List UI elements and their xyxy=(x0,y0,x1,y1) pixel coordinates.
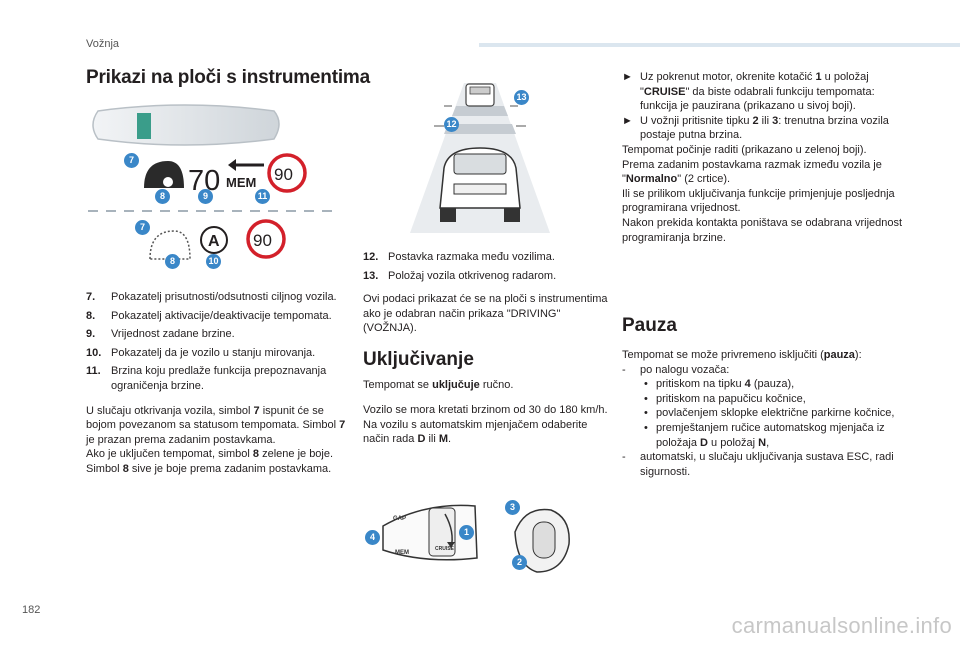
svg-text:MEM: MEM xyxy=(226,175,256,190)
cruise-stalk-illustration: GAP MEM CRUISE xyxy=(382,504,570,573)
ukljucivanje-p2: Vozilo se mora kretati brzinom od 30 do … xyxy=(363,404,608,446)
pauza-intro: Tempomat se može privremeno isključiti (… xyxy=(622,349,862,361)
target-car xyxy=(465,83,495,107)
legend-item: 11.Brzina koju predlaže funkcija prepozn… xyxy=(86,365,327,392)
badge: 7 xyxy=(124,153,139,168)
page-number: 182 xyxy=(22,604,41,616)
pauza-sub-2: •pritiskom na papučicu kočnice, xyxy=(644,392,806,405)
right-p2: Prema zadanim postavkama razmak između v… xyxy=(622,158,882,186)
speed-limit-sign-1 xyxy=(267,153,307,193)
badge: 2 xyxy=(512,555,527,570)
standstill-icon xyxy=(200,226,228,254)
legend-item: 10.Pokazatelj da je vozilo u stanju miro… xyxy=(86,346,316,359)
badge: 7 xyxy=(135,220,150,235)
legend-item: 9.Vrijednost zadane brzine. xyxy=(86,328,235,341)
pauza-section: Tempomat se može privremeno isključiti (… xyxy=(622,348,912,479)
right-p1: Tempomat počinje raditi (prikazano u zel… xyxy=(622,143,867,156)
heading-ukljucivanje: Uključivanje xyxy=(363,349,474,370)
distance-setting-illustration xyxy=(410,83,550,233)
display-highlight xyxy=(137,113,151,139)
badge: 1 xyxy=(459,525,474,540)
legend-item: 13.Položaj vozila otkrivenog radarom. xyxy=(363,269,557,282)
legend-item: 8.Pokazatelj aktivacije/deaktivacije tem… xyxy=(86,309,332,322)
right-p4: Nakon prekida kontakta poništava se odab… xyxy=(622,216,903,244)
legend-left: 7.Pokazatelj prisutnosti/odsutnosti cilj… xyxy=(86,290,346,477)
own-car xyxy=(439,147,521,222)
pauza-auto: -automatski, u slučaju uključivanja sust… xyxy=(622,451,894,478)
badge: 4 xyxy=(365,530,380,545)
header-bar xyxy=(479,43,960,47)
badge: 8 xyxy=(155,189,170,204)
heading-pauza: Pauza xyxy=(622,315,677,336)
display-mode-paragraph: Ovi podaci prikazat će se na ploči s ins… xyxy=(363,293,608,335)
badge: 9 xyxy=(198,189,213,204)
instrument-display-illustration: 70 MEM 90 A 90 xyxy=(88,104,340,260)
stalk-cruise-label: CRUISE xyxy=(435,546,455,552)
badge: 13 xyxy=(514,90,529,105)
speed-limit-sign-2 xyxy=(246,219,286,259)
legend-item: 12.Postavka razmaka među vozilima. xyxy=(363,251,555,263)
badge: 11 xyxy=(255,189,270,204)
paragraph-symbol8: Ako je uključen tempomat, simbol 8 zelen… xyxy=(86,448,334,475)
paragraph-symbol7: U slučaju otkrivanja vozila, simbol 7 is… xyxy=(86,404,346,446)
stalk-mem-label: MEM xyxy=(395,550,409,556)
speed-limit-value-2: 90 xyxy=(253,231,272,250)
ukljucivanje-p1: Tempomat se uključuje ručno. xyxy=(363,379,514,391)
display-outline xyxy=(92,104,280,146)
instruction-2: ►U vožnji pritisnite tipku 2 ili 3: tren… xyxy=(622,114,889,142)
pauza-sub-3: •povlačenjem sklopke električne parkirne… xyxy=(644,407,895,420)
stalk-gap-label: GAP xyxy=(393,516,406,522)
badge: 10 xyxy=(206,254,221,269)
page-title: Prikazi na ploči s instrumentima xyxy=(86,67,370,88)
legend-mid: 12.Postavka razmaka među vozilima. 13.Po… xyxy=(363,250,613,287)
badge: 3 xyxy=(505,500,520,515)
cruise-standby-icon xyxy=(149,230,191,260)
right-p3: Ili se prilikom uključivanja funkcije pr… xyxy=(622,187,895,215)
section-label: Vožnja xyxy=(86,38,120,50)
badge: 8 xyxy=(165,254,180,269)
target-vehicle-icon xyxy=(144,161,184,188)
instruction-1: ►Uz pokrenut motor, okrenite kotačić 1 u… xyxy=(622,71,875,113)
watermark: carmanualsonline.info xyxy=(731,613,952,638)
mem-icon: MEM xyxy=(226,159,264,190)
right-column: ►Uz pokrenut motor, okrenite kotačić 1 u… xyxy=(622,70,912,245)
pauza-sub-4: •premještanjem ručice automatskog mjenja… xyxy=(644,421,885,449)
pauza-driver: -po nalogu vozača: xyxy=(622,363,730,376)
speed-limit-value-1: 90 xyxy=(274,165,293,184)
legend-item: 7.Pokazatelj prisutnosti/odsutnosti cilj… xyxy=(86,291,337,303)
badge: 12 xyxy=(444,117,459,132)
pauza-sub-1: •pritiskom na tipku 4 (pauza), xyxy=(644,378,795,391)
standstill-icon-letter: A xyxy=(208,233,220,250)
stalk-end-button xyxy=(532,521,556,559)
